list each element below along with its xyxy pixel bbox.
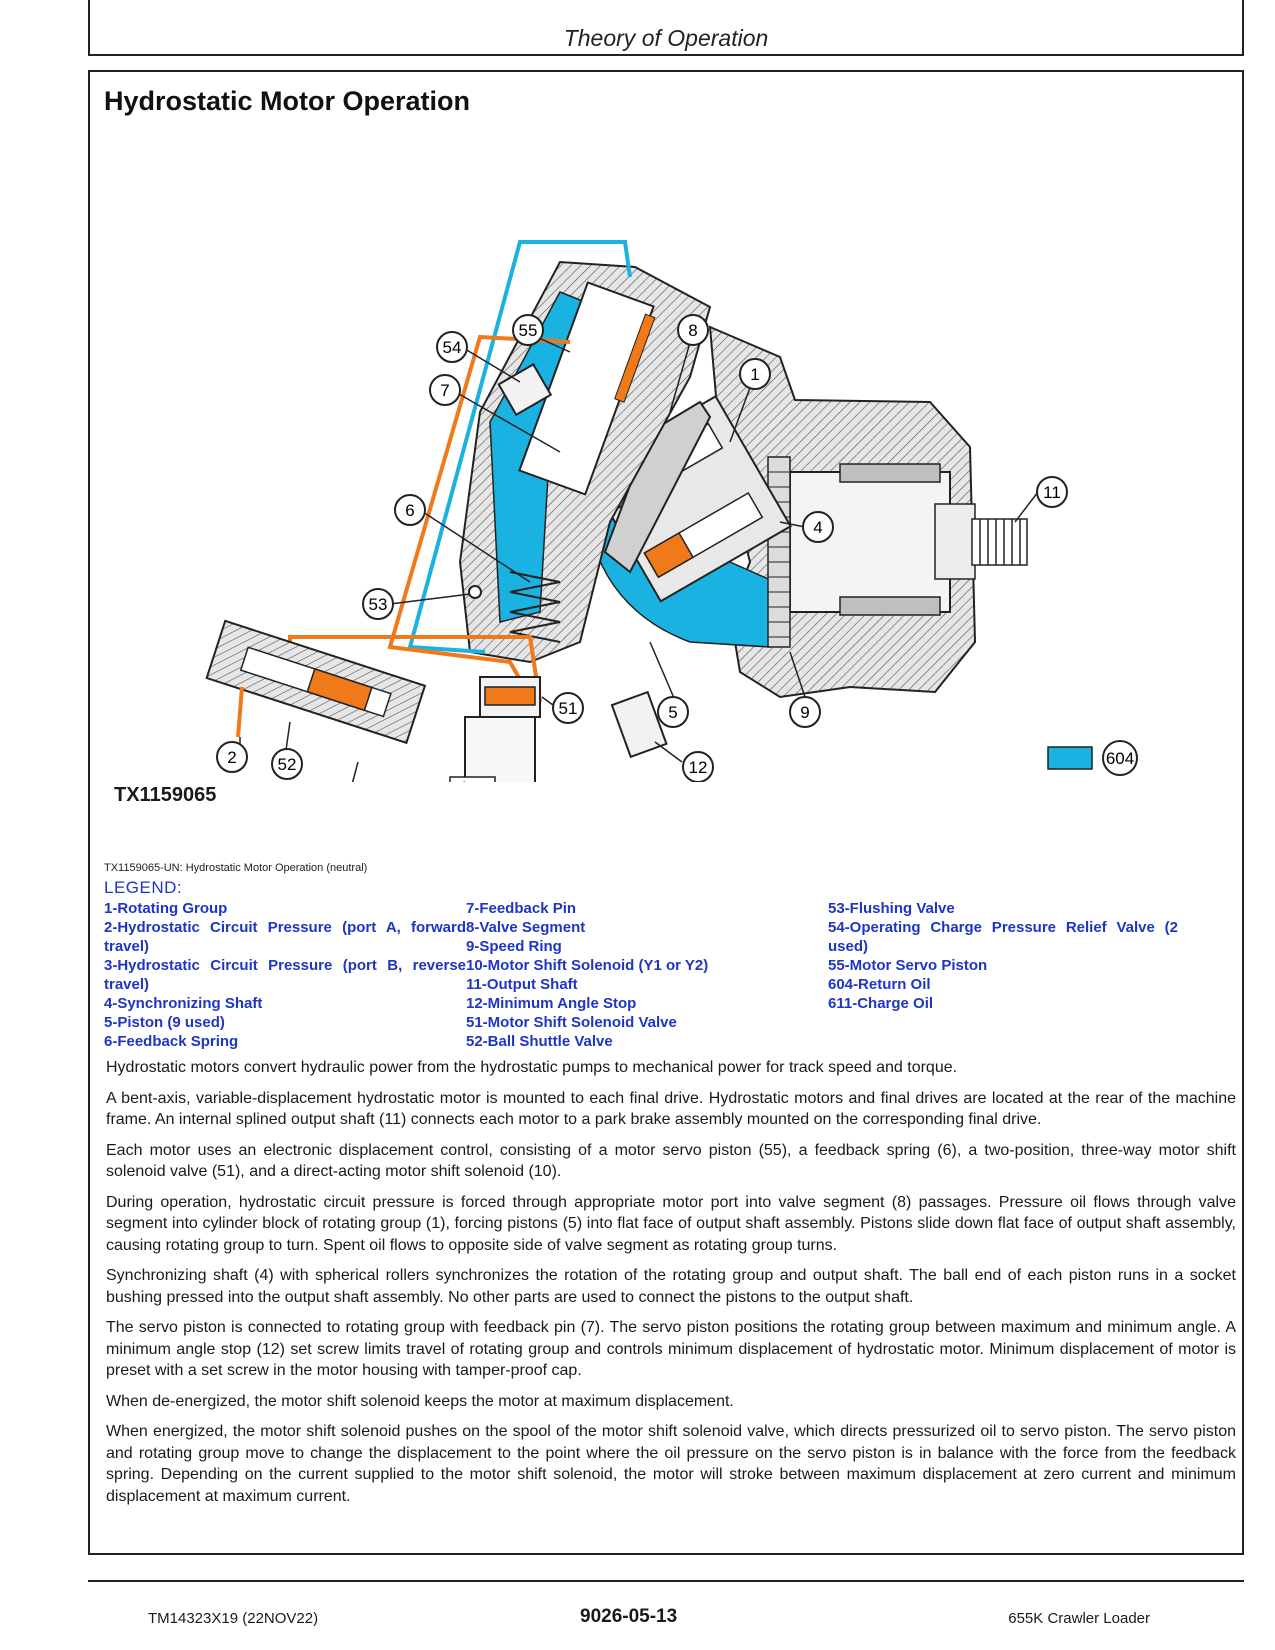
page-title: Hydrostatic Motor Operation [104, 86, 470, 117]
legend-item: 11-Output Shaft [466, 975, 828, 994]
flushing-valve-dot [469, 586, 481, 598]
svg-text:51: 51 [559, 699, 578, 718]
footer-machine-name: 655K Crawler Loader [1008, 1610, 1150, 1627]
legend-item: 55-Motor Servo Piston [828, 956, 1178, 975]
legend-column-3: 53-Flushing Valve 54-Operating Charge Pr… [828, 899, 1178, 1013]
svg-text:4: 4 [813, 518, 822, 537]
callout-51: 51 [553, 693, 583, 723]
svg-text:7: 7 [440, 381, 449, 400]
legend-item: 604-Return Oil [828, 975, 1178, 994]
legend-item: 5-Piston (9 used) [104, 1013, 466, 1032]
svg-text:6: 6 [405, 501, 414, 520]
solenoid-valve-spool [485, 687, 535, 705]
svg-text:54: 54 [443, 338, 462, 357]
callout-52: 52 [272, 749, 302, 779]
speed-ring [768, 457, 790, 647]
port-a-line [238, 687, 242, 737]
svg-text:12: 12 [689, 758, 708, 777]
figure-caption: TX1159065-UN: Hydrostatic Motor Operatio… [104, 862, 367, 874]
paragraph: Hydrostatic motors convert hydraulic pow… [106, 1057, 1236, 1079]
solenoid-body [465, 717, 535, 782]
paragraph: When de-energized, the motor shift solen… [106, 1391, 1236, 1413]
paragraph: Synchronizing shaft (4) with spherical r… [106, 1265, 1236, 1308]
paragraph: A bent-axis, variable-displacement hydro… [106, 1088, 1236, 1131]
callout-12: 12 [683, 752, 713, 782]
key-label-604: 604 [1106, 749, 1134, 768]
callout-8: 8 [678, 315, 708, 345]
callout-6: 6 [395, 495, 425, 525]
legend-item: 8-Valve Segment [466, 918, 828, 937]
footer-manual-id: TM14323X19 (22NOV22) [148, 1610, 318, 1627]
svg-text:2: 2 [227, 748, 236, 767]
legend-column-1: 1-Rotating Group 2-Hydrostatic Circuit P… [104, 899, 466, 1051]
legend-item: 52-Ball Shuttle Valve [466, 1032, 828, 1051]
paragraph: The servo piston is connected to rotatin… [106, 1317, 1236, 1382]
legend-item: 51-Motor Shift Solenoid Valve [466, 1013, 828, 1032]
legend-item: 4-Synchronizing Shaft [104, 994, 466, 1013]
bearing-top [840, 464, 940, 482]
callout-1: 1 [740, 359, 770, 389]
hydrostatic-motor-diagram: 54 55 8 1 7 6 53 4 11 5 9 51 2 52 3 10 1… [90, 142, 1242, 782]
footer-divider [88, 1580, 1244, 1582]
content-panel: Hydrostatic Motor Operation [88, 70, 1244, 1555]
legend-item: 2-Hydrostatic Circuit Pressure (port A, … [104, 918, 466, 956]
legend-item: 1-Rotating Group [104, 899, 466, 918]
legend-item: 6-Feedback Spring [104, 1032, 466, 1051]
solenoid-connector [450, 777, 495, 782]
callout-7: 7 [430, 375, 460, 405]
svg-text:1: 1 [750, 365, 759, 384]
callout-5: 5 [658, 697, 688, 727]
callout-9: 9 [790, 697, 820, 727]
output-shaft [935, 504, 975, 579]
section-title: Theory of Operation [90, 25, 1242, 52]
svg-text:9: 9 [800, 703, 809, 722]
paragraph: When energized, the motor shift solenoid… [106, 1421, 1236, 1507]
legend-item: 3-Hydrostatic Circuit Pressure (port B, … [104, 956, 466, 994]
svg-text:11: 11 [1043, 483, 1061, 502]
callout-53: 53 [363, 589, 393, 619]
callout-2: 2 [217, 742, 247, 772]
legend-item: 9-Speed Ring [466, 937, 828, 956]
minimum-angle-stop [612, 692, 667, 757]
legend-item: 611-Charge Oil [828, 994, 1178, 1013]
svg-text:55: 55 [519, 321, 538, 340]
color-key: 604 611 [1048, 741, 1137, 782]
legend-item: 54-Operating Charge Pressure Relief Valv… [828, 918, 1178, 956]
bearing-bottom [840, 597, 940, 615]
legend-title: LEGEND: [104, 878, 182, 898]
svg-text:5: 5 [668, 703, 677, 722]
footer-page-number: 9026-05-13 [580, 1606, 677, 1628]
legend-item: 12-Minimum Angle Stop [466, 994, 828, 1013]
legend-item: 10-Motor Shift Solenoid (Y1 or Y2) [466, 956, 828, 975]
figure-id: TX1159065 [114, 784, 216, 807]
output-shaft-spline [972, 519, 1027, 565]
callout-11: 11 [1037, 477, 1067, 507]
callout-54: 54 [437, 332, 467, 362]
svg-text:8: 8 [688, 321, 697, 340]
legend-item: 7-Feedback Pin [466, 899, 828, 918]
paragraph: During operation, hydrostatic circuit pr… [106, 1192, 1236, 1257]
callout-55: 55 [513, 315, 543, 345]
body-text: Hydrostatic motors convert hydraulic pow… [106, 1057, 1236, 1516]
svg-text:53: 53 [369, 595, 388, 614]
callout-4: 4 [803, 512, 833, 542]
paragraph: Each motor uses an electronic displaceme… [106, 1140, 1236, 1183]
page-header: Theory of Operation [88, 0, 1244, 56]
legend-item: 53-Flushing Valve [828, 899, 1178, 918]
legend-column-2: 7-Feedback Pin 8-Valve Segment 9-Speed R… [466, 899, 828, 1051]
svg-text:52: 52 [278, 755, 297, 774]
key-swatch-return-oil [1048, 747, 1092, 769]
